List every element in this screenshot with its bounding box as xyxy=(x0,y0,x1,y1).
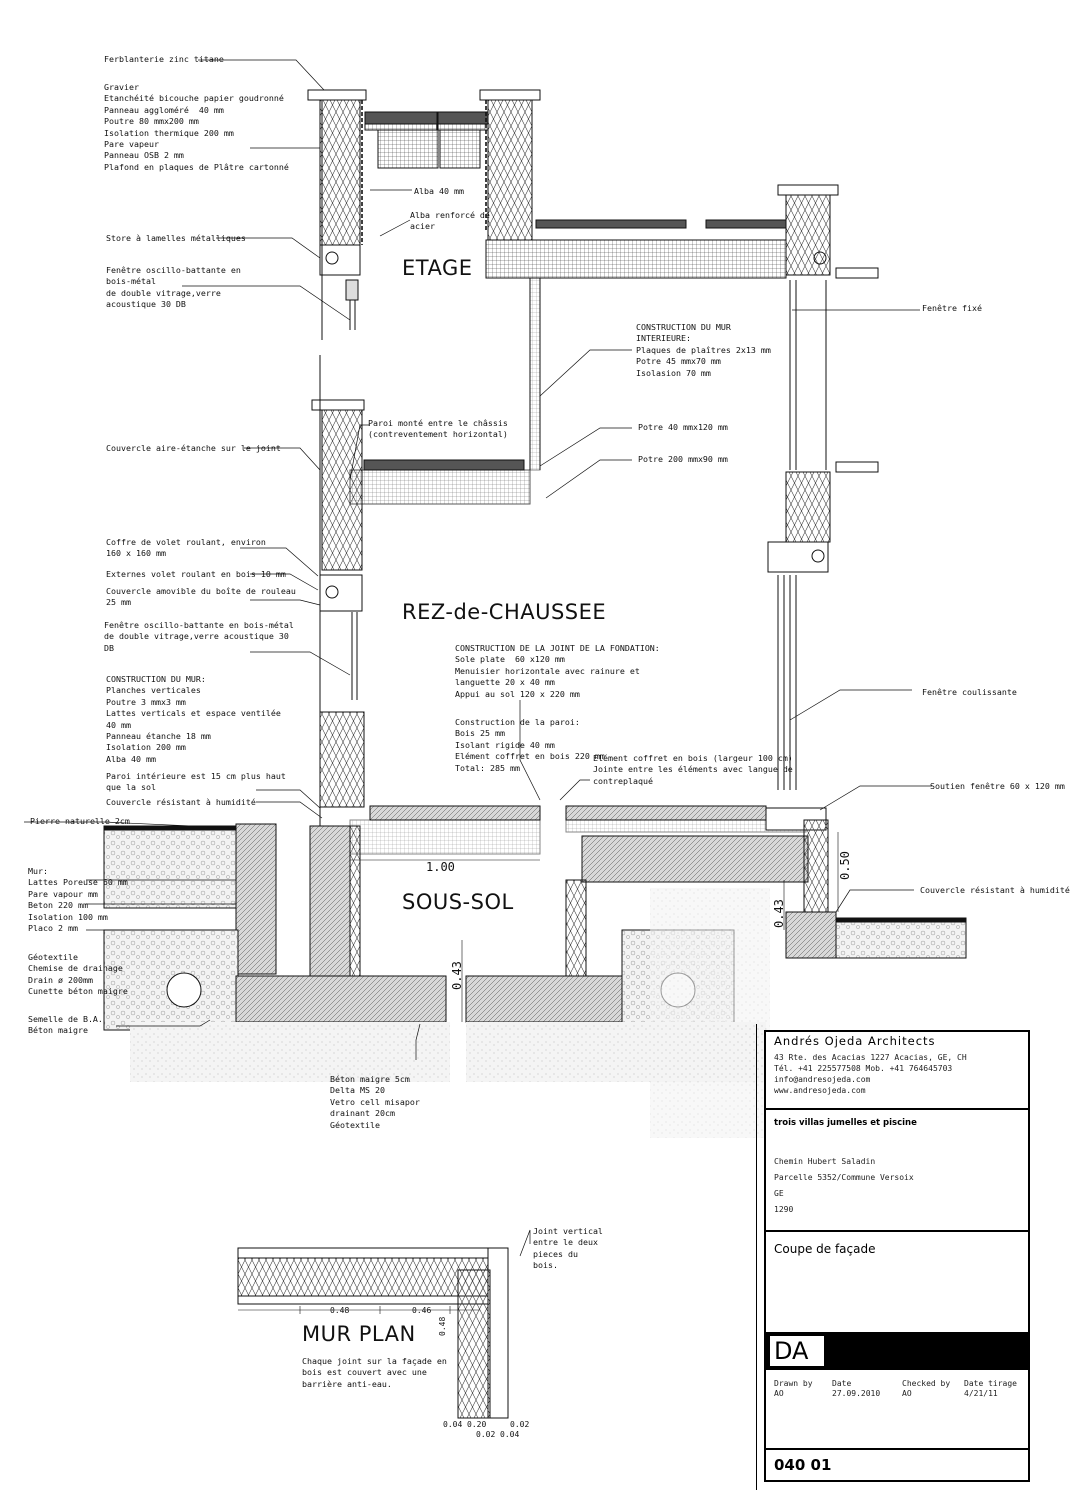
dim-0-43a: 0.43 xyxy=(772,899,786,928)
title-block-phase: DA xyxy=(764,1332,1030,1370)
label-fenetre-rez: Fenêtre oscillo-battante en bois-métal d… xyxy=(104,620,294,653)
label-ferblanterie: Ferblanterie zinc titane xyxy=(104,54,224,64)
drawn-by-label: Drawn by xyxy=(774,1379,813,1388)
label-couvercle-amovible: Couvercle amovible du boîte de rouleau 2… xyxy=(106,586,296,608)
leader-lines xyxy=(24,59,932,1257)
etage-roof xyxy=(364,89,787,471)
tirage-label: Date tirage xyxy=(964,1379,1017,1388)
label-potre200: Potre 200 mmx90 mm xyxy=(638,454,728,464)
label-coffre-volet: Coffre de volet roulant, environ 160 x 1… xyxy=(106,537,266,559)
drawing-title: Coupe de façade xyxy=(774,1242,876,1256)
project-location: Chemin Hubert Saladin Parcelle 5352/Comm… xyxy=(774,1157,914,1214)
title-block-drawing: Coupe de façade xyxy=(764,1230,1030,1334)
label-store: Store à lamelles métalliques xyxy=(106,233,246,243)
firm-address: 43 Rte. des Acacias 1227 Acacias, GE, CH… xyxy=(774,1053,967,1095)
dim-0-48b: 0.48 xyxy=(438,1316,447,1336)
rez-right-wall xyxy=(767,471,831,790)
title-block-sheet: 040 01 xyxy=(764,1448,1030,1482)
date-value: 27.09.2010 xyxy=(832,1389,881,1398)
label-fenetre-etage: Fenêtre oscillo-battante en bois-métal d… xyxy=(106,265,241,310)
project-name: trois villas jumelles et piscine xyxy=(774,1118,917,1128)
dim-0-46: 0.46 xyxy=(412,1306,432,1315)
label-paroi-monte: Paroi monté entre le châssis (contrevent… xyxy=(368,418,508,440)
label-mur-sous-sol: Mur: Lattes Poreuse 60 mm Pare vapour mm… xyxy=(28,866,128,934)
label-geotextile-drain: Géotextile Chemise de drainage Drain ø 2… xyxy=(28,952,128,997)
label-toiture: Gravier Etanchéité bicouche papier goudr… xyxy=(104,82,289,172)
firm-name: Andrés Ojeda Architects xyxy=(774,1034,936,1048)
label-semelle: Semelle de B.A. Béton maigre xyxy=(28,1014,103,1036)
mur-plan-drawing xyxy=(237,1247,509,1419)
label-couvercle-humidite: Couvercle résistant à humidité xyxy=(106,797,256,807)
label-joint-fondation: CONSTRUCTION DE LA JOINT DE LA FONDATION… xyxy=(455,643,660,699)
label-element-coffret: Elément coffret en bois (largeur 100 cm)… xyxy=(593,753,793,786)
dim-b3: 0.02 xyxy=(510,1420,530,1429)
phase-label: DA xyxy=(770,1336,824,1366)
sous-sol-left xyxy=(103,823,450,1082)
title-block-project: trois villas jumelles et piscine Chemin … xyxy=(764,1108,1030,1232)
label-alba40: Alba 40 mm xyxy=(414,186,464,196)
label-fenetre-coulissante: Fenêtre coulissante xyxy=(922,687,1017,697)
label-soutien-fenetre: Soutien fenêtre 60 x 120 mm xyxy=(930,781,1065,791)
tirage-value: 4/21/11 xyxy=(964,1389,998,1398)
dim-0-43b: 0.43 xyxy=(450,961,464,990)
checked-value: AO xyxy=(902,1389,912,1398)
dim-0-50: 0.50 xyxy=(838,851,852,880)
sheet-number: 040 01 xyxy=(774,1456,832,1474)
level-title-sous-sol: SOUS-SOL xyxy=(402,890,514,914)
label-externes-volet: Externes volet roulant en bois 10 mm xyxy=(106,569,286,579)
level-title-mur-plan: MUR PLAN xyxy=(302,1322,416,1346)
rez-left-wall xyxy=(311,355,531,840)
dim-b2: 0.20 xyxy=(467,1420,487,1429)
date-label: Date xyxy=(832,1379,852,1388)
label-beton-maigre: Béton maigre 5cm Delta MS 20 Vetro cell … xyxy=(330,1074,420,1130)
label-chaque-joint: Chaque joint sur la façade en bois est c… xyxy=(302,1356,447,1389)
level-title-etage: ETAGE xyxy=(402,256,473,280)
etage-left-wall xyxy=(307,89,367,340)
ground-slab xyxy=(319,711,829,913)
level-title-rez: REZ-de-CHAUSSEE xyxy=(402,600,607,624)
dim-b5: 0.04 xyxy=(500,1430,520,1439)
checked-label: Checked by xyxy=(902,1379,951,1388)
label-joint-vertical: Joint vertical entre le deux pieces du b… xyxy=(533,1226,603,1271)
sous-sol-right xyxy=(465,879,967,1138)
label-couvercle-air: Couvercle aire-étanche sur le joint xyxy=(106,443,281,453)
dimension-lines xyxy=(350,832,839,1350)
title-block-meta: Drawn by AO Date 27.09.2010 Checked by A… xyxy=(764,1368,1030,1450)
title-block-firm: Andrés Ojeda Architects 43 Rte. des Acac… xyxy=(764,1030,1030,1110)
label-couvercle-humidite2: Couvercle résistant à humidité xyxy=(920,885,1070,895)
drawn-by-value: AO xyxy=(774,1389,784,1398)
label-construction-paroi: Construction de la paroi: Bois 25 mm Iso… xyxy=(455,717,605,773)
label-pierre: Pierre naturelle 2cm xyxy=(30,816,130,826)
label-mur-interieur: CONSTRUCTION DU MUR INTERIEURE: Plaques … xyxy=(636,322,771,378)
label-alba-renforce: Alba renforcé de acier xyxy=(410,210,490,232)
dim-b1: 0.04 xyxy=(443,1420,463,1429)
label-paroi-interieure: Paroi intérieure est 15 cm plus haut que… xyxy=(106,771,286,793)
dim-b4: 0.02 xyxy=(476,1430,496,1439)
dim-1-00: 1.00 xyxy=(426,860,455,874)
label-construction-mur: CONSTRUCTION DU MUR: Planches verticales… xyxy=(106,674,281,764)
title-block-frame xyxy=(756,1024,757,1490)
dim-0-48a: 0.48 xyxy=(330,1306,350,1315)
etage-right-wall xyxy=(777,184,879,473)
label-potre40: Potre 40 mmx120 mm xyxy=(638,422,728,432)
label-fenetre-fixe: Fenêtre fixé xyxy=(922,303,982,313)
